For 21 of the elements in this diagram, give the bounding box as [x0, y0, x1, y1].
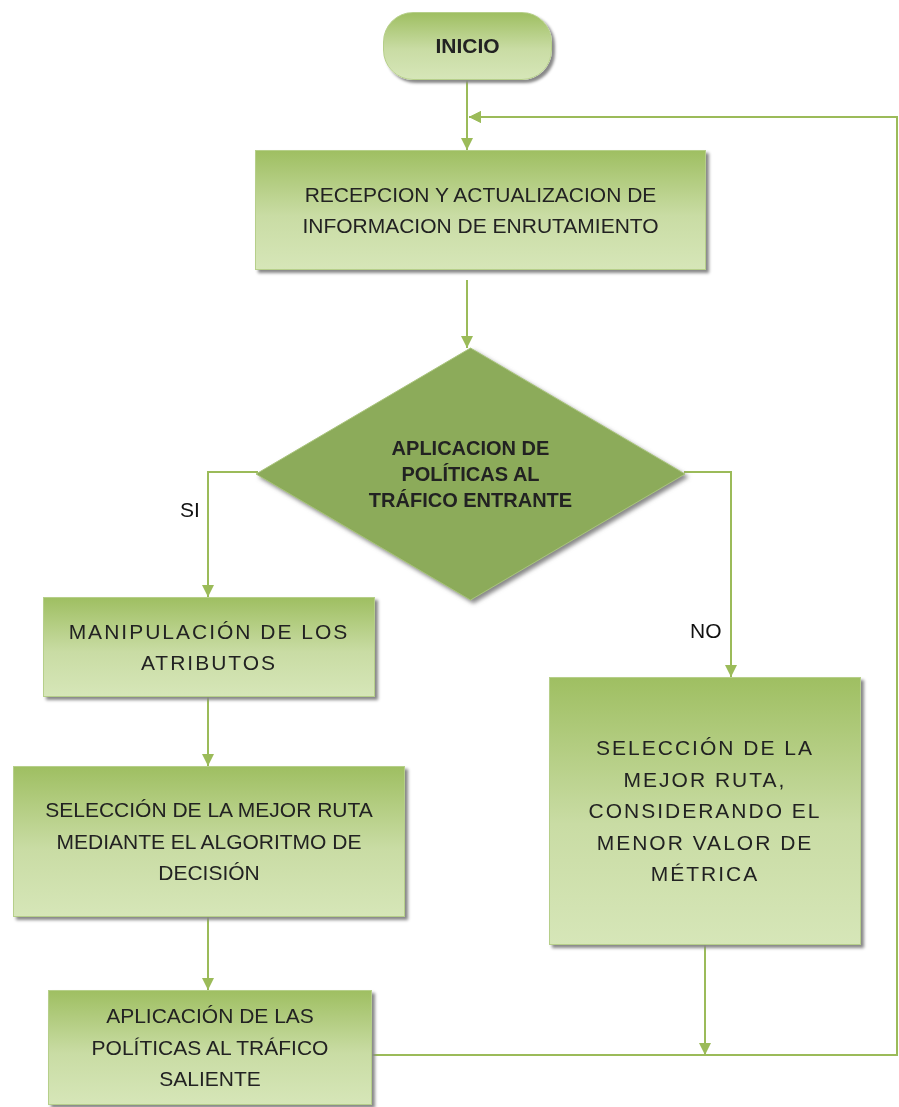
node-text: SELECCIÓN DE LA MEJOR RUTA, CONSIDERANDO EL MENOR VALOR DE MÉTRICA: [587, 735, 823, 888]
arrow: [461, 279, 473, 349]
node-text: RECEPCION Y ACTUALIZACION DE INFORMACION DE ENRUTAMIENTO: [301, 181, 660, 239]
process-box: [13, 766, 405, 917]
process-box: [549, 677, 861, 945]
arrow: [683, 471, 737, 678]
node-text: MANIPULACIÓN DE LOS ATRIBUTOS: [67, 618, 351, 676]
process-box: [255, 150, 706, 270]
arrow: [202, 696, 214, 767]
node-text: APLICACION DE POLÍTICAS AL TRÁFICO ENTRANTE: [367, 436, 574, 513]
node-text: SELECCIÓN DE LA MEJOR RUTA MEDIANTE EL ALGORITMO DE DECISIÓN: [44, 797, 374, 887]
node-text: APLICACIÓN DE LAS POLÍTICAS AL TRÁFICO SALIENTE: [90, 1003, 330, 1093]
decision-diamond: [256, 348, 685, 600]
arrow: [461, 79, 473, 151]
start-terminal: [383, 12, 552, 80]
arrow: [202, 916, 214, 991]
arrow: [468, 111, 898, 1056]
process-box: [43, 597, 375, 697]
node-text: INICIO: [434, 33, 501, 60]
process-box: [48, 990, 372, 1105]
arrow: [202, 471, 259, 598]
